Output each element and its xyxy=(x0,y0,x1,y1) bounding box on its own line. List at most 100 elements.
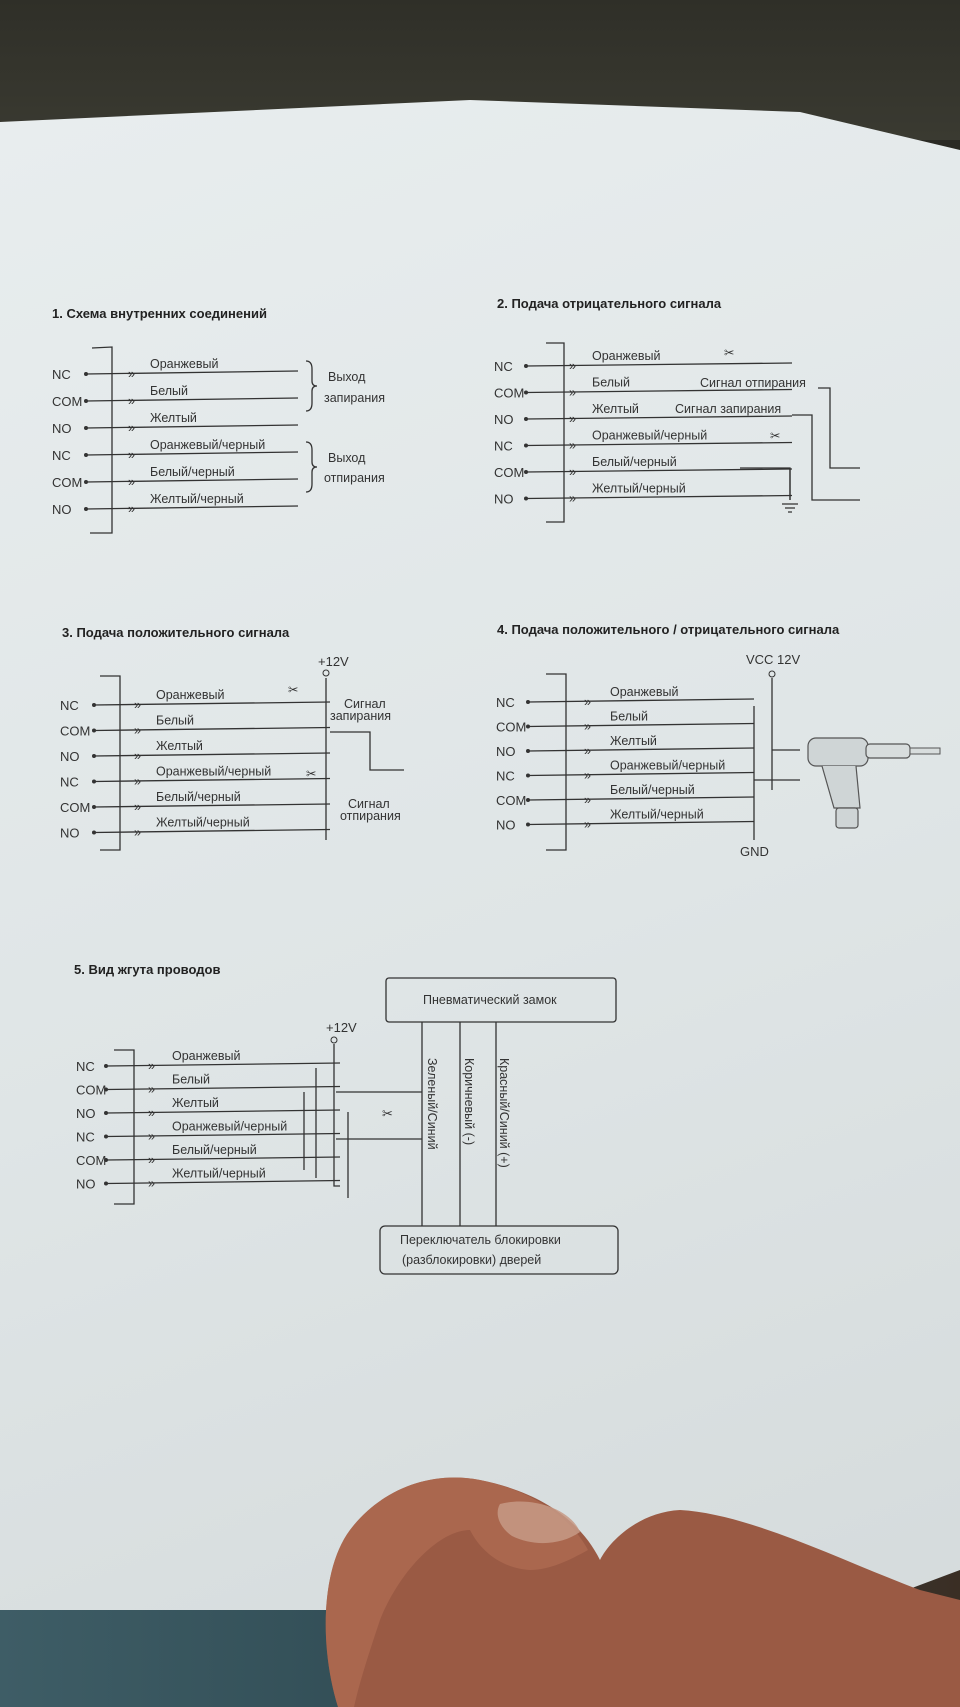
diagram5-connector-icon-3: » xyxy=(148,1130,155,1144)
diagram2-connector-icon-1: » xyxy=(569,386,576,400)
diagram4-vcc-terminal xyxy=(768,670,776,678)
diagram1-connector-icon-3: » xyxy=(128,448,135,462)
diagram3-wire-line-2 xyxy=(93,752,331,757)
diagram2-wire-label-2: Желтый xyxy=(592,402,639,416)
diagram3-wire-label-5: Желтый/черный xyxy=(156,816,250,830)
diagram3-connector-icon-0: » xyxy=(134,698,141,712)
diagram5-wire-label-3: Оранжевый/черный xyxy=(172,1120,287,1134)
hand-holding-page xyxy=(325,1477,960,1707)
thumbnail xyxy=(497,1501,580,1544)
diagram4-wire-line-0 xyxy=(527,698,755,703)
diagram1-wire-line-5 xyxy=(85,505,299,510)
diagram4-pin-3: NC xyxy=(496,769,515,784)
diagram3-voltage-terminal xyxy=(322,669,330,677)
pneumatic-lock-box xyxy=(385,977,617,1023)
diagram-positive-signal: 3. Подача положительного сигнала +12V NC… xyxy=(60,625,404,851)
scissors-icon-3: ✂ xyxy=(288,683,299,697)
diagram3-connector-icon-5: » xyxy=(134,826,141,840)
diagram2-connector-icon-4: » xyxy=(569,465,576,479)
diagram3-connector-icon-3: » xyxy=(134,775,141,789)
diagram4-wire-label-5: Желтый/черный xyxy=(610,808,704,822)
diagram5-wire-line-0 xyxy=(105,1062,341,1067)
diagram4-title: 4. Подача положительного / отрицательног… xyxy=(497,622,840,637)
diagram2-wire-line-5 xyxy=(525,494,793,500)
diagram5-wire-label-4: Белый/черный xyxy=(172,1143,257,1157)
diagram1-wire-label-4: Белый/черный xyxy=(150,465,235,479)
diagram5-wire-line-1 xyxy=(105,1085,341,1091)
diagram1-connector-icon-2: » xyxy=(128,421,135,435)
diagram3-wire-label-4: Белый/черный xyxy=(156,790,241,804)
diagram1-wire-line-2 xyxy=(85,424,299,429)
diagram5-top-box: Пневматический замок xyxy=(423,993,557,1007)
diagram4-wire-label-4: Белый/черный xyxy=(610,783,695,797)
diagram3-wire-line-5 xyxy=(93,828,331,834)
door-lock-switch-box xyxy=(379,1225,619,1275)
diagram2-pin-0: NC xyxy=(494,359,513,374)
diagram3-pin-3: NC xyxy=(60,775,79,790)
diagram5-wire-label-1: Белый xyxy=(172,1073,210,1087)
diagram4-connector-icon-4: » xyxy=(584,793,591,807)
diagram5-wire-line-4 xyxy=(105,1156,341,1161)
diagram3-wire-label-1: Белый xyxy=(156,714,194,728)
diagram2-connector-icon-2: » xyxy=(569,412,576,426)
diagram1-group1-line2: запирания xyxy=(324,391,385,405)
diagram1-pin-4: COM xyxy=(52,475,82,490)
diagram5-voltage: +12V xyxy=(326,1020,357,1035)
diagram3-wire-line-1 xyxy=(93,726,331,732)
diagram1-wire-label-5: Желтый/черный xyxy=(150,492,244,506)
diagram3-connector-icon-2: » xyxy=(134,749,141,763)
scissors-icon-5: ✂ xyxy=(382,1106,393,1121)
diagram4-wire-line-1 xyxy=(527,722,755,728)
diagram4-connector-icon-1: » xyxy=(584,720,591,734)
diagram4-wire-line-3 xyxy=(527,771,755,777)
diagram-internal-connections: 1. Схема внутренних соединений NC»Оранже… xyxy=(52,306,385,534)
diagram3-unlock-line2: отпирания xyxy=(340,809,401,823)
diagram3-pin-4: COM xyxy=(60,800,90,815)
diagram1-connector-icon-0: » xyxy=(128,367,135,381)
diagram5-wire-green: Зеленый/Синий xyxy=(425,1058,439,1150)
diagram2-wire-label-4: Белый/черный xyxy=(592,455,677,469)
diagram2-wire-line-0 xyxy=(525,362,793,367)
diagram5-connector-icon-2: » xyxy=(148,1106,155,1120)
diagram2-pin-3: NC xyxy=(494,439,513,454)
diagram5-pin-2: NO xyxy=(76,1106,96,1121)
diagram-positive-negative-signal: 4. Подача положительного / отрицательног… xyxy=(496,622,941,859)
diagram2-signal-lock: Сигнал запирания xyxy=(675,402,781,416)
diagram1-group2-line1: Выход xyxy=(328,451,366,465)
diagram3-wire-line-4 xyxy=(93,803,331,808)
diagram2-pin-4: COM xyxy=(494,465,524,480)
diagram5-pin-4: COM xyxy=(76,1153,106,1168)
diagram4-wire-line-5 xyxy=(527,820,755,826)
diagram2-wire-line-1 xyxy=(525,388,793,394)
diagram2-pin-1: COM xyxy=(494,386,524,401)
diagram1-connector-icon-1: » xyxy=(128,394,135,408)
diagram5-wire-red: Красный/Синий (+) xyxy=(497,1058,511,1168)
diagram5-connector-icon-5: » xyxy=(148,1177,155,1191)
diagram1-pin-1: COM xyxy=(52,394,82,409)
diagram3-unlock-line1: Сигнал xyxy=(348,797,390,811)
diagram4-wire-label-1: Белый xyxy=(610,710,648,724)
diagram3-lock-line1: Сигнал xyxy=(344,697,386,711)
diagram1-pin-5: NO xyxy=(52,502,72,517)
diagram1-group2-line2: отпирания xyxy=(324,471,385,485)
diagram5-voltage-terminal xyxy=(330,1036,338,1044)
diagram2-connector-icon-3: » xyxy=(569,439,576,453)
diagram1-pin-0: NC xyxy=(52,367,71,382)
diagram3-connector-icon-4: » xyxy=(134,800,141,814)
diagram3-pin-0: NC xyxy=(60,698,79,713)
diagram2-pin-2: NO xyxy=(494,412,514,427)
diagram1-wire-line-4 xyxy=(85,478,299,483)
diagram2-wire-label-0: Оранжевый xyxy=(592,349,660,363)
diagram4-connector-icon-0: » xyxy=(584,695,591,709)
diagram3-connector-icon-1: » xyxy=(134,724,141,738)
diagram2-wire-label-3: Оранжевый/черный xyxy=(592,429,707,443)
diagram2-signal-unlock: Сигнал отпирания xyxy=(700,376,806,390)
diagram5-connector-icon-1: » xyxy=(148,1083,155,1097)
diagram5-bottom-box-line1: Переключатель блокировки xyxy=(400,1233,561,1247)
diagram3-title: 3. Подача положительного сигнала xyxy=(62,625,290,640)
diagram4-wire-line-4 xyxy=(527,796,755,801)
diagram-wire-harness: 5. Вид жгута проводов +12V NC»ОранжевыйC… xyxy=(74,962,619,1275)
diagram5-wire-brown: Коричневый (-) xyxy=(462,1058,476,1145)
diagram4-pin-2: NO xyxy=(496,744,516,759)
